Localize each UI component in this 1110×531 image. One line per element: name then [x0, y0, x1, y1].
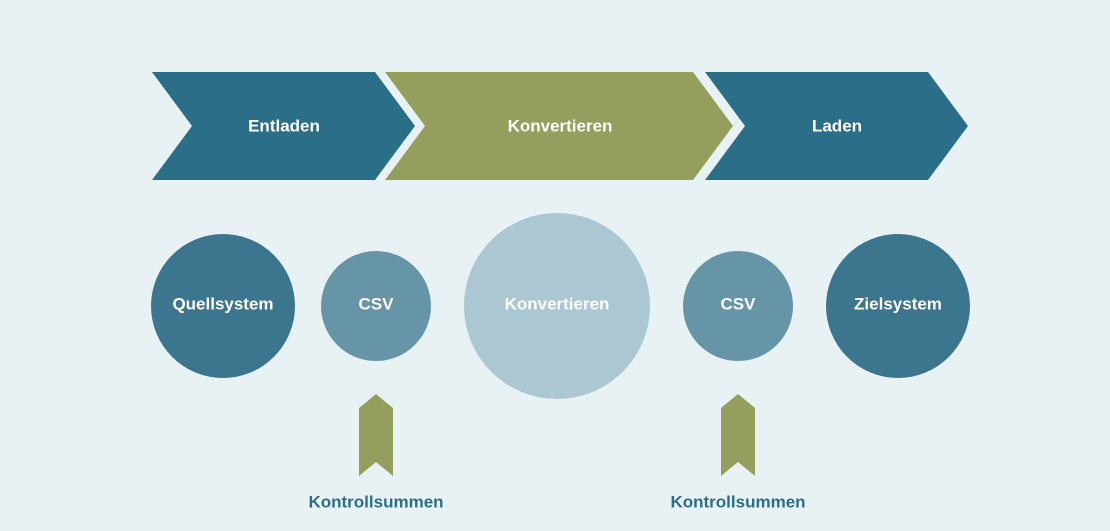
node-circle [826, 234, 970, 378]
node-circle [683, 251, 793, 361]
node-label: CSV [721, 295, 757, 314]
checksum-marker-2: Kontrollsummen [670, 394, 806, 512]
chevron-shape [152, 72, 415, 180]
chevron-shape [385, 72, 733, 180]
bookmark-marker-icon [721, 394, 755, 476]
process-step-label: Laden [812, 117, 862, 136]
checksum-label: Kontrollsummen [308, 493, 443, 512]
checksum-label: Kontrollsummen [670, 493, 805, 512]
node-label: Quellsystem [172, 295, 273, 314]
process-step-konvertieren: Konvertieren [385, 72, 733, 180]
node-konvertieren: Konvertieren [464, 213, 650, 399]
node-circle [321, 251, 431, 361]
node-label: Zielsystem [854, 295, 942, 314]
node-zielsystem: Zielsystem [826, 234, 970, 378]
process-step-laden: Laden [705, 72, 968, 180]
process-step-entladen: Entladen [152, 72, 415, 180]
node-circle [151, 234, 295, 378]
chevron-shape [705, 72, 968, 180]
node-csv-2: CSV [683, 251, 793, 361]
node-label: Konvertieren [505, 295, 610, 314]
bookmark-marker-icon [359, 394, 393, 476]
node-circle [464, 213, 650, 399]
node-csv-1: CSV [321, 251, 431, 361]
process-step-label: Konvertieren [508, 117, 613, 136]
node-quellsystem: Quellsystem [151, 234, 295, 378]
node-label: CSV [359, 295, 395, 314]
process-step-label: Entladen [248, 117, 320, 136]
checksum-marker-1: Kontrollsummen [308, 394, 444, 512]
